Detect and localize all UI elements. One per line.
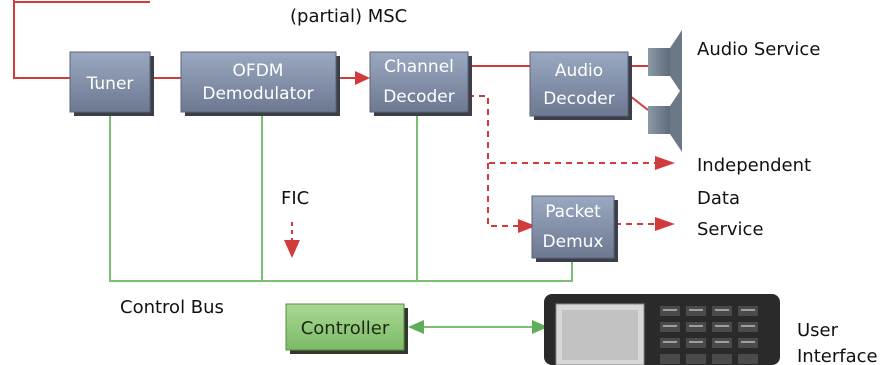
control-bus-lines	[109, 112, 573, 282]
packet-label-line2: Demux	[543, 232, 604, 252]
ofdm-demodulator-block: OFDM Demodulator	[180, 51, 340, 116]
ofdm-label-line1: OFDM	[233, 61, 284, 81]
controller-label: Controller	[301, 318, 390, 339]
msc-label: (partial) MSC	[290, 6, 407, 27]
arrow-ofdm-to-channel	[355, 71, 370, 85]
controller-block: Controller	[285, 303, 408, 354]
speaker-icon	[648, 88, 682, 152]
channel-label-line2: Decoder	[383, 87, 455, 107]
arrow-packet-out	[655, 217, 675, 231]
audio-label-line2: Decoder	[543, 89, 615, 109]
control-bus-label: Control Bus	[120, 297, 224, 318]
arrow-independent	[655, 156, 675, 170]
speaker-icon	[648, 30, 682, 94]
dashed-data-lines	[468, 95, 660, 227]
arrow-to-packet	[518, 219, 536, 233]
packet-label-line1: Packet	[545, 202, 601, 222]
user-interface-device-icon	[544, 294, 780, 365]
fic-arrow-head	[284, 240, 300, 258]
ofdm-label-line2: Demodulator	[202, 84, 313, 104]
tuner-block: Tuner	[69, 51, 154, 116]
user-label-line2: Interface	[797, 346, 878, 365]
packet-demux-block: Packet Demux	[531, 195, 618, 262]
independent-label-line1: Independent	[697, 155, 811, 176]
audio-decoder-block: Audio Decoder	[529, 51, 632, 120]
user-label-line1: User	[797, 320, 839, 341]
audio-label-line1: Audio	[555, 61, 603, 81]
controller-ui-arrow-left	[408, 320, 424, 334]
fic-label: FIC	[281, 188, 309, 209]
independent-label-line3: Service	[697, 219, 764, 240]
input-signal-line	[13, 0, 70, 79]
controller-ui-arrow-right	[532, 320, 548, 334]
audio-service-label: Audio Service	[697, 39, 820, 60]
channel-label-line1: Channel	[384, 57, 454, 77]
tuner-label: Tuner	[86, 74, 134, 94]
independent-label-line2: Data	[697, 188, 740, 209]
channel-decoder-block: Channel Decoder	[369, 51, 472, 116]
